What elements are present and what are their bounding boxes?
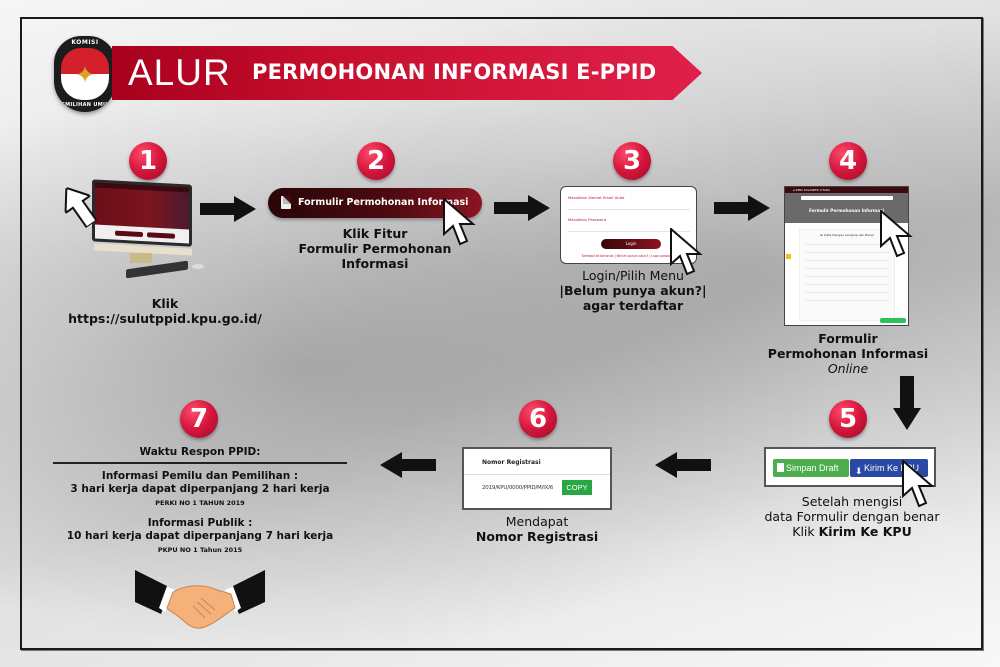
download-icon: ⬇ xyxy=(855,466,863,476)
document-icon xyxy=(777,463,784,472)
logo-bottom-text: PEMILIHAN UMUM xyxy=(57,102,113,108)
step-2-badge: 2 xyxy=(357,142,395,180)
logo-top-text: KOMISI xyxy=(71,39,99,46)
arrow-right-icon xyxy=(714,195,770,221)
response-time-info: Waktu Respon PPID: Informasi Pemilu dan … xyxy=(50,446,350,564)
handshake-icon xyxy=(135,570,265,629)
desktop-computer-icon xyxy=(86,179,206,280)
cursor-icon xyxy=(443,198,476,246)
content-frame xyxy=(20,17,983,650)
arrow-left-icon xyxy=(380,452,436,478)
copy-button[interactable]: COPY xyxy=(562,480,592,495)
page-title: PERMOHONAN INFORMASI E-PPID xyxy=(252,60,657,84)
form-card: Isi Data Dengan Lengkap dan Benar xyxy=(799,229,895,321)
step-5-caption: Setelah mengisi data Formulir dengan ben… xyxy=(764,494,940,539)
reg-label: Nomor Registrasi xyxy=(482,459,541,466)
divider xyxy=(53,462,347,464)
login-button[interactable]: Login xyxy=(601,239,661,249)
cursor-icon xyxy=(902,460,935,508)
search-input[interactable] xyxy=(801,196,893,200)
whatsapp-button[interactable] xyxy=(880,318,906,323)
step-1-caption: Klik https://sulutppid.kpu.go.id/ xyxy=(50,296,280,326)
arrow-left-icon xyxy=(655,452,711,478)
arrow-right-icon xyxy=(494,195,550,221)
response-title: Waktu Respon PPID: xyxy=(139,446,261,458)
form-title: Formulir Permohonan Informasi xyxy=(808,208,885,213)
step-6-caption: Mendapat Nomor Registrasi xyxy=(475,514,599,544)
online-form-screenshot: e-PPID SULAWESI UTARA Formulir Permohona… xyxy=(784,186,909,326)
step-3-badge: 3 xyxy=(613,142,651,180)
step-7-badge: 7 xyxy=(180,400,218,438)
simpan-draft-button[interactable]: Simpan Draft xyxy=(773,459,849,477)
garuda-emblem-icon: ✦ xyxy=(74,61,96,89)
step-2-caption: Klik Fitur Formulir Permohonan Informasi xyxy=(298,226,452,271)
reg-number: 2019/KPU/0000/PPID/M/IX/6 xyxy=(482,485,554,491)
password-field[interactable]: Masukkan Password xyxy=(568,217,606,222)
kpu-logo: KOMISI ✦ PEMILIHAN UMUM xyxy=(54,36,116,112)
registration-number-panel: Nomor Registrasi 2019/KPU/0000/PPID/M/IX… xyxy=(462,447,612,510)
step-5-badge: 5 xyxy=(829,400,867,438)
cursor-icon xyxy=(670,228,703,276)
step-3-caption: Login/Pilih Menu |Belum punya akun?| aga… xyxy=(559,268,707,313)
cursor-icon xyxy=(880,210,913,258)
step-6-badge: 6 xyxy=(519,400,557,438)
site-url-link[interactable]: https://sulutppid.kpu.go.id/ xyxy=(68,311,262,326)
arrow-down-icon xyxy=(893,376,921,430)
step-1-badge: 1 xyxy=(129,142,167,180)
login-footer-links[interactable]: Kembali ke beranda | Belum punya akun? |… xyxy=(581,254,676,258)
cursor-icon xyxy=(64,186,98,229)
title-banner: ALUR PERMOHONAN INFORMASI E-PPID xyxy=(112,46,702,100)
title-prefix: ALUR xyxy=(128,52,231,93)
arrow-right-icon xyxy=(200,196,256,222)
step-4-caption: Formulir Permohonan Informasi Online xyxy=(767,331,929,376)
email-field[interactable]: Masukkan Alamat Email Anda xyxy=(568,195,625,200)
document-icon xyxy=(281,196,291,209)
step-4-badge: 4 xyxy=(829,142,867,180)
